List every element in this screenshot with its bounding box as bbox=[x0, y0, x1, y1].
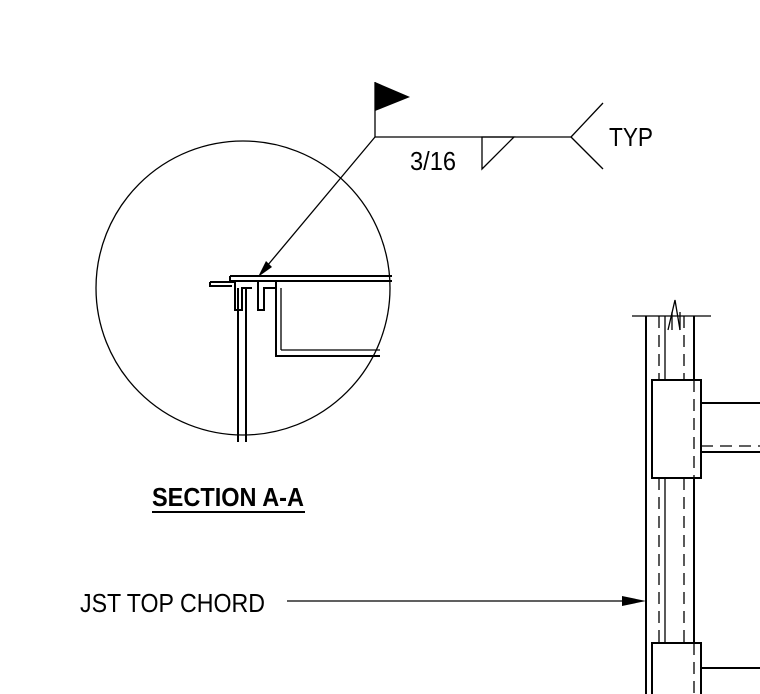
weld-size-label: 3/16 bbox=[410, 146, 456, 176]
weld-leader-arrowhead bbox=[258, 261, 272, 277]
joist-elevation bbox=[632, 299, 760, 694]
angle-profile bbox=[209, 275, 392, 442]
weld-leader-line bbox=[261, 136, 376, 273]
tail-upper bbox=[570, 102, 604, 138]
section-title: SECTION A-A bbox=[152, 482, 304, 512]
fillet-weld-icon bbox=[481, 136, 516, 171]
bearing-plate-lower bbox=[651, 642, 702, 694]
weld-tail-note: TYP bbox=[609, 122, 653, 152]
joist-callout-arrowhead bbox=[622, 596, 646, 606]
weld-symbol: 3/16 TYP bbox=[374, 82, 653, 176]
section-detail-bubble bbox=[95, 136, 392, 442]
detail-circle bbox=[95, 140, 391, 436]
joist-callout-label: JST TOP CHORD bbox=[80, 588, 265, 618]
bearing-plate-upper bbox=[651, 379, 702, 479]
tail-lower bbox=[570, 136, 604, 170]
field-weld-flag-icon bbox=[375, 82, 410, 111]
